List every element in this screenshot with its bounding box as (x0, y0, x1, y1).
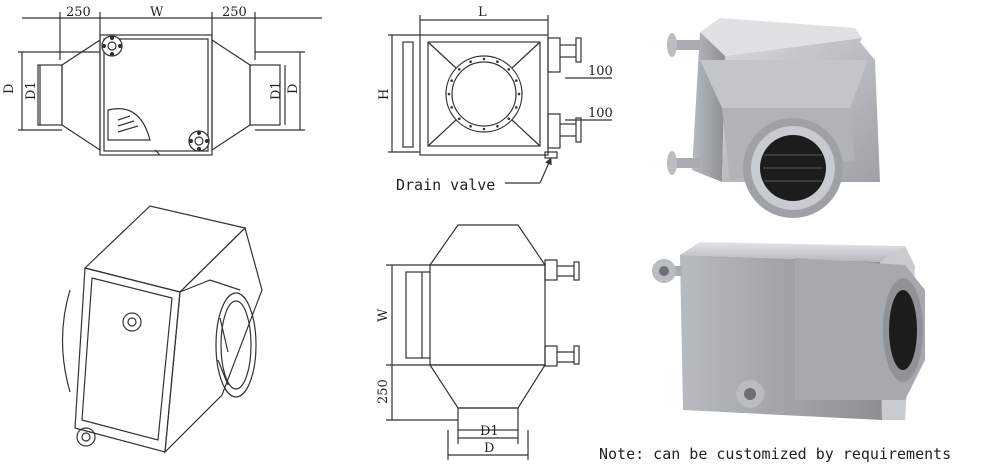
dim-length: L (478, 5, 487, 20)
bolt-hole (482, 127, 486, 131)
isometric-line-drawing (61, 205, 263, 454)
dim-left-extension: 250 (66, 5, 91, 20)
bolt-hole (496, 60, 499, 63)
side-dim-d1: D1 (480, 424, 499, 439)
product-photo-side (652, 242, 925, 420)
note-text: Note: can be customized by requirements (599, 445, 951, 463)
drain-valve-label: Drain valve (396, 176, 495, 194)
dim-d-left: D (2, 84, 17, 94)
product-photo-front (667, 18, 880, 218)
bolt-hole (458, 117, 461, 120)
dim-d1-right: D1 (269, 81, 284, 100)
dim-spacing-upper: 100 (588, 64, 613, 79)
side-dim-width: W (376, 308, 391, 322)
bolt-hole (507, 68, 511, 71)
dim-spacing-lower: 100 (588, 106, 613, 121)
bolt-hole (517, 92, 521, 96)
side-dim-d: D (484, 441, 494, 456)
flange-top-left-icon (101, 35, 123, 57)
bolt-hole (450, 106, 454, 109)
front-view-duct-flange (445, 55, 523, 133)
bolt-hole (458, 68, 461, 71)
dim-height: H (377, 89, 392, 100)
dim-d1-left: D1 (24, 81, 39, 100)
bolt-hole (496, 125, 499, 128)
dim-right-extension: 250 (222, 5, 247, 20)
bolt-hole (515, 79, 518, 82)
bolt-hole (469, 125, 472, 128)
front-view-drawing (388, 15, 612, 184)
front-view-bolt-holes (447, 57, 521, 131)
side-view-box (429, 264, 546, 366)
side-dim-extension: 250 (376, 379, 391, 404)
side-view-top-cone (428, 224, 547, 266)
bolt-hole (447, 92, 451, 96)
bolt-hole (515, 106, 518, 109)
flange-bottom-right-icon (188, 130, 210, 152)
dim-d-right: D (286, 84, 301, 94)
top-view-drawing (18, 12, 322, 156)
bolt-hole (507, 117, 511, 120)
bolt-hole (482, 57, 486, 61)
dim-width: W (150, 5, 164, 20)
side-view-bottom-duct (457, 407, 519, 431)
bolt-hole (469, 60, 472, 63)
side-view-drawing (386, 224, 580, 460)
front-view-box (419, 34, 549, 156)
photo-side-duct-opening (889, 290, 917, 370)
bolt-hole (450, 79, 454, 82)
